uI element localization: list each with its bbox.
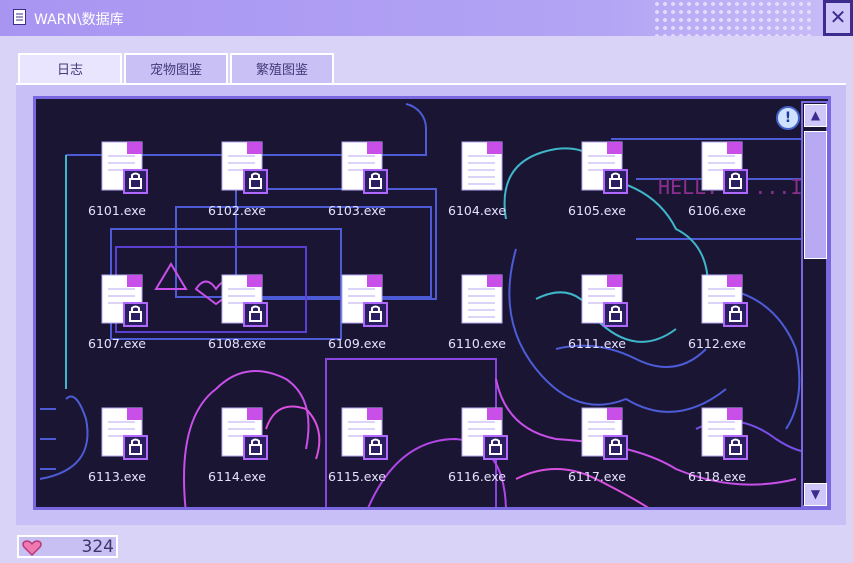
heart-count: 324 — [81, 537, 114, 557]
file-name: 6101.exe — [88, 203, 146, 218]
file-name: 6106.exe — [688, 203, 746, 218]
heart-counter: 324 — [17, 535, 118, 558]
file-icon-6118[interactable]: 6118.exe — [675, 406, 759, 496]
file-name: 6103.exe — [328, 203, 386, 218]
file-name: 6114.exe — [208, 469, 266, 484]
file-name: 6117.exe — [568, 469, 626, 484]
locked-file-icon — [581, 407, 628, 460]
alert-icon[interactable]: ! — [776, 106, 800, 130]
file-name: 6110.exe — [448, 336, 506, 351]
file-name: 6115.exe — [328, 469, 386, 484]
scroll-down-button[interactable]: ▼ — [804, 483, 827, 506]
locked-file-icon — [101, 141, 148, 194]
document-icon — [13, 9, 26, 25]
locked-file-icon — [701, 274, 748, 327]
file-name: 6112.exe — [688, 336, 746, 351]
background-artwork: HELL... ...ILD — [39, 103, 827, 507]
scroll-up-button[interactable]: ▲ — [804, 104, 827, 127]
file-icon-6113[interactable]: 6113.exe — [75, 406, 159, 496]
file-name: 6116.exe — [448, 469, 506, 484]
file-icon-6107[interactable]: 6107.exe — [75, 273, 159, 363]
file-icon-6109[interactable]: 6109.exe — [315, 273, 399, 363]
file-name: 6113.exe — [88, 469, 146, 484]
locked-file-icon — [581, 274, 628, 327]
locked-file-icon — [221, 274, 268, 327]
scroll-thumb[interactable] — [804, 131, 827, 259]
file-name: 6102.exe — [208, 203, 266, 218]
file-icon-6115[interactable]: 6115.exe — [315, 406, 399, 496]
locked-file-icon — [341, 141, 388, 194]
file-name: 6111.exe — [568, 336, 626, 351]
locked-file-icon — [101, 274, 148, 327]
locked-file-icon — [581, 141, 628, 194]
file-icon-6103[interactable]: 6103.exe — [315, 140, 399, 230]
file-icon-6114[interactable]: 6114.exe — [195, 406, 279, 496]
file-icon — [461, 141, 503, 191]
file-name: 6105.exe — [568, 203, 626, 218]
file-icon-6111[interactable]: 6111.exe — [555, 273, 639, 363]
heart-icon — [22, 540, 42, 556]
close-button[interactable]: ✕ — [823, 0, 853, 36]
locked-file-icon — [701, 407, 748, 460]
title-bar: WARN\数据库 ✕ — [0, 0, 853, 36]
file-viewer-screen: HELL... ...ILD 6101.exe 6102.exe 6103.ex… — [33, 96, 831, 510]
file-icon-6117[interactable]: 6117.exe — [555, 406, 639, 496]
file-icon-6105[interactable]: 6105.exe — [555, 140, 639, 230]
file-icon-6106[interactable]: 6106.exe — [675, 140, 759, 230]
file-name: 6118.exe — [688, 469, 746, 484]
title-bar-pattern — [653, 0, 813, 36]
locked-file-icon — [221, 407, 268, 460]
locked-file-icon — [701, 141, 748, 194]
file-icon-6102[interactable]: 6102.exe — [195, 140, 279, 230]
file-icon — [461, 274, 503, 324]
window-title: WARN\数据库 — [34, 12, 124, 28]
locked-file-icon — [101, 407, 148, 460]
tab-pet-catalog[interactable]: 宠物图鉴 — [124, 53, 228, 85]
file-icon-6116[interactable]: 6116.exe — [435, 406, 519, 496]
file-icon-6104[interactable]: 6104.exe — [435, 140, 519, 230]
file-icon-6112[interactable]: 6112.exe — [675, 273, 759, 363]
file-icon-6108[interactable]: 6108.exe — [195, 273, 279, 363]
file-icon-6110[interactable]: 6110.exe — [435, 273, 519, 363]
file-name: 6109.exe — [328, 336, 386, 351]
file-icon-6101[interactable]: 6101.exe — [75, 140, 159, 230]
locked-file-icon — [221, 141, 268, 194]
file-name: 6104.exe — [448, 203, 506, 218]
file-name: 6107.exe — [88, 336, 146, 351]
locked-file-icon — [461, 407, 508, 460]
locked-file-icon — [341, 274, 388, 327]
locked-file-icon — [341, 407, 388, 460]
vertical-scrollbar[interactable]: ▲ ▼ — [801, 101, 828, 507]
file-name: 6108.exe — [208, 336, 266, 351]
tab-breeding-catalog[interactable]: 繁殖图鉴 — [230, 53, 334, 85]
